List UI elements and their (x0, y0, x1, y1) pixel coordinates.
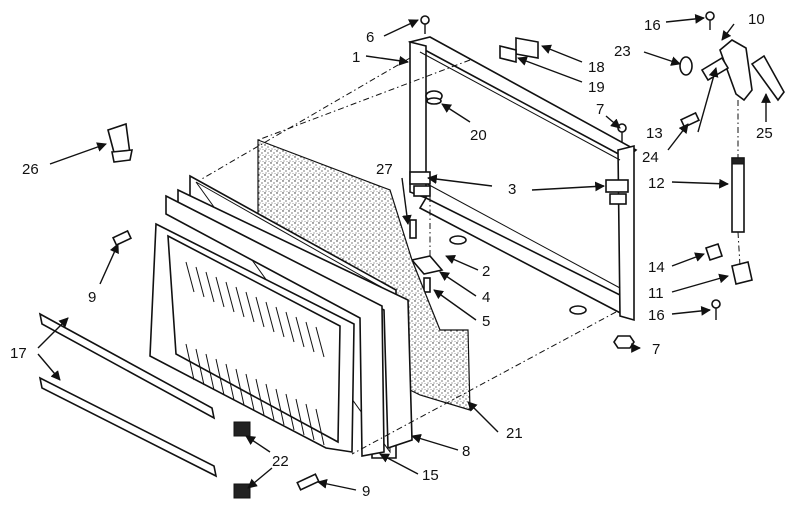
screw-5-icon (423, 277, 431, 293)
callout-7-top: 7 (596, 101, 604, 118)
shelf-rib (215, 276, 225, 308)
door-stop-2-icon (449, 235, 587, 315)
screw-16-top-icon (705, 11, 715, 30)
shelf-rib (205, 271, 215, 303)
callout-27: 27 (376, 161, 393, 178)
grommet-20-icon (425, 90, 443, 105)
callout-13: 13 (646, 125, 663, 142)
liner-shelf-ribs (185, 261, 325, 446)
handle-12 (731, 157, 745, 233)
callout-12: 12 (648, 175, 665, 192)
callout-17: 17 (10, 345, 27, 362)
callout-16-bottom: 16 (648, 307, 665, 324)
screw-9-left-icon (111, 229, 133, 247)
callout-8: 8 (462, 443, 470, 460)
callout-19: 19 (588, 79, 605, 96)
callout-1: 1 (352, 49, 360, 66)
shelf-rib (305, 403, 315, 441)
screw-7-bottom-icon (613, 335, 635, 349)
trim-strip-17-upper (38, 312, 216, 420)
shelf-rib (195, 348, 205, 386)
shelf-rib (185, 261, 195, 293)
shelf-rib (265, 301, 275, 333)
callout-5: 5 (482, 313, 490, 330)
hinge-cover-25 (750, 54, 785, 102)
callout-20: 20 (470, 127, 487, 144)
door-panel-edge (165, 194, 385, 457)
shelf-rib (185, 343, 195, 381)
callout-2: 2 (482, 263, 490, 280)
screw-16-bottom-icon (711, 299, 721, 320)
callout-3: 3 (508, 181, 516, 198)
shelf-rib (305, 321, 315, 353)
shelf-rib (275, 388, 285, 426)
cap-23 (679, 56, 693, 76)
screw-6-icon (420, 15, 430, 34)
shelf-rib (205, 353, 215, 391)
callout-24: 24 (642, 149, 659, 166)
shelf-rib (285, 393, 295, 431)
screw-9-bottom-icon (296, 473, 320, 491)
hinge-bracket-14 (704, 242, 724, 262)
shelf-rib (285, 311, 295, 343)
shelf-rib (315, 326, 325, 358)
shelf-rib (315, 408, 325, 446)
shelf-rib (195, 266, 205, 298)
shelf-rib (225, 363, 235, 401)
shelf-rib (235, 286, 245, 318)
callout-7-bottom: 7 (652, 341, 660, 358)
shelf-rib (215, 358, 225, 396)
callout-9-bottom: 9 (362, 483, 370, 500)
end-cap-22-lower (233, 483, 251, 499)
clip-26 (107, 122, 133, 163)
shelf-rib (245, 373, 255, 411)
callout-10: 10 (748, 11, 765, 28)
callout-18: 18 (588, 59, 605, 76)
shelf-rib (245, 291, 255, 323)
label-plate-19 (499, 44, 517, 64)
bracket-4 (410, 255, 444, 275)
screw-27-icon (409, 219, 417, 239)
shelf-rib (255, 378, 265, 416)
door-frame (407, 36, 638, 322)
end-cap-22-upper (233, 421, 251, 437)
label-plate-18 (515, 37, 539, 59)
leader-lines (37, 14, 771, 491)
callout-23: 23 (614, 43, 631, 60)
screw-24-icon (679, 111, 701, 129)
callout-11: 11 (648, 285, 664, 302)
callout-6: 6 (366, 29, 374, 46)
callout-16-top: 16 (644, 17, 661, 34)
callout-labels: 1 2 3 4 5 6 7 7 8 9 9 10 11 12 13 14 15 … (10, 11, 773, 500)
shelf-rib (255, 296, 265, 328)
shelf-rib (295, 398, 305, 436)
hinge-assembly-10 (719, 39, 753, 102)
alignment-lines (199, 57, 741, 455)
shelf-rib (295, 316, 305, 348)
callout-26: 26 (22, 161, 39, 178)
callout-14: 14 (648, 259, 665, 276)
shelf-rib (235, 368, 245, 406)
hinge-bracket-11 (731, 261, 753, 285)
callout-4: 4 (482, 289, 490, 306)
shelf-rib (265, 383, 275, 421)
door-liner (149, 222, 355, 453)
trim-strip-17-lower (38, 376, 218, 478)
callout-9-left: 9 (88, 289, 96, 306)
callout-15: 15 (422, 467, 439, 484)
shelf-rib (225, 281, 235, 313)
callout-22: 22 (272, 453, 289, 470)
shelf-rib (275, 306, 285, 338)
callout-21: 21 (506, 425, 523, 442)
callout-25: 25 (756, 125, 773, 142)
hinge-bracket-right (605, 179, 629, 205)
